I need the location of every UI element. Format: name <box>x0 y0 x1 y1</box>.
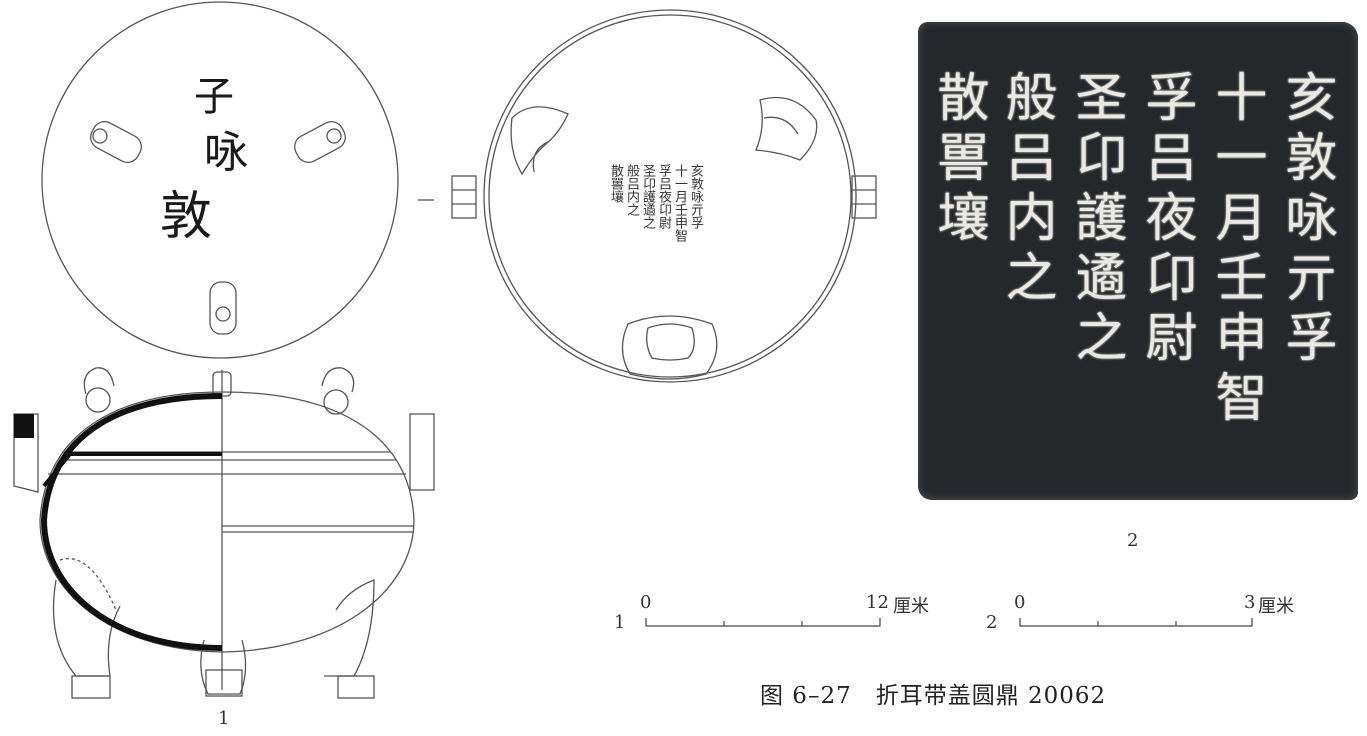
rubbing-col-5: 般吕内之 <box>996 70 1056 310</box>
scale-bar-2-end: 3 <box>1244 592 1256 613</box>
figure-caption: 图 6–27 折耳带盖圆鼎 20062 <box>760 683 1107 709</box>
scale-bar-1-end: 12 <box>866 592 889 613</box>
scale-bar-2-start: 0 <box>1014 592 1026 613</box>
rubbing-col-3: 孚吕夜卬尉 <box>1136 70 1196 370</box>
section-wall <box>40 393 223 651</box>
interior-col-4: 圣卬護遹之 <box>640 164 655 229</box>
interior-col-5: 般吕内之 <box>624 164 639 216</box>
panel-2-label: 2 <box>1127 530 1139 551</box>
rubbing-col-2: 十一月壬申智 <box>1206 70 1266 430</box>
lid-char-2: 咏 <box>204 127 248 178</box>
lid-knob-bottom <box>209 281 237 335</box>
scale-bar-1-start: 0 <box>640 592 652 613</box>
rubbing-col-4: 圣卬護遹之 <box>1066 70 1126 370</box>
section-lid-rim <box>42 452 222 488</box>
interior-col-1: 亥敦咏亓孚 <box>688 164 703 229</box>
inscription-rubbing: 亥敦咏亓孚 十一月壬申智 孚吕夜卬尉 圣卬護遹之 般吕内之 散嘼壤 <box>918 22 1358 500</box>
rubbing-col-6: 散嘼壤 <box>928 70 988 250</box>
side-profile <box>13 367 435 699</box>
interior-col-2: 十一月壬申智 <box>672 164 687 242</box>
interior-col-6: 散嘼壤 <box>608 164 623 203</box>
rubbing-col-1: 亥敦咏亓孚 <box>1276 70 1336 370</box>
lid-char-1: 子 <box>194 74 234 120</box>
lid-top-view <box>41 1 399 359</box>
scale-bar-2-unit: 厘米 <box>1258 596 1294 617</box>
scale-bar-1-unit: 厘米 <box>893 596 929 617</box>
scale-bar-1-id: 1 <box>614 612 626 633</box>
scale-bar-1-line <box>645 618 881 627</box>
lid-inscription: 子 咏 敦 <box>160 64 280 247</box>
scale-bar-2-line <box>1019 618 1253 627</box>
interior-view <box>418 9 877 383</box>
scale-bar-2-id: 2 <box>986 612 998 633</box>
lid-knob-left <box>90 121 142 163</box>
panel-1-label: 1 <box>218 708 230 729</box>
lid-knob-right <box>294 121 346 163</box>
interior-col-3: 孚吕夜卬尉 <box>656 164 671 229</box>
lid-char-3: 敦 <box>160 187 213 247</box>
section-ear <box>14 414 34 438</box>
